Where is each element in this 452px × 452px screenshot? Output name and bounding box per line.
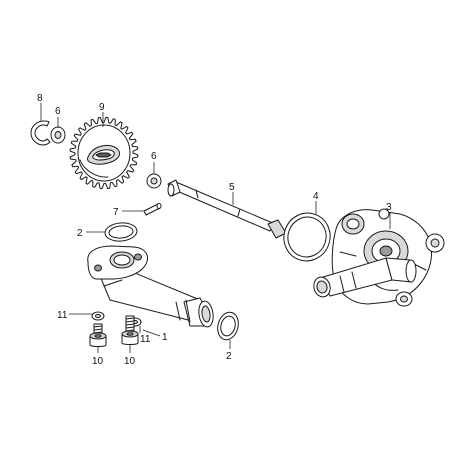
callout-6-right: 6 bbox=[151, 151, 157, 162]
callout-2-upper: 2 bbox=[77, 228, 83, 239]
bolt-part-10-right[interactable] bbox=[121, 315, 139, 345]
drive-gear-part-9[interactable] bbox=[69, 116, 139, 190]
leader-1 bbox=[142, 329, 161, 337]
callout-9: 9 bbox=[99, 102, 105, 113]
washer-part-6-right[interactable] bbox=[146, 173, 162, 189]
o-ring-part-2-lower[interactable] bbox=[215, 310, 242, 342]
callout-10-left: 10 bbox=[92, 356, 104, 367]
callout-2-lower: 2 bbox=[226, 351, 232, 362]
callout-1: 1 bbox=[162, 332, 168, 343]
callout-6-left: 6 bbox=[55, 106, 61, 117]
o-ring-part-2-upper[interactable] bbox=[104, 222, 138, 243]
callout-3: 3 bbox=[386, 202, 392, 213]
leader-lines bbox=[40, 103, 391, 353]
callout-11-left: 11 bbox=[57, 310, 68, 321]
water-pipe-part-1[interactable] bbox=[87, 245, 215, 328]
pin-part-7[interactable] bbox=[143, 203, 162, 216]
water-pump-body-part-3[interactable] bbox=[312, 208, 445, 307]
callout-labels: 8 6 9 6 7 5 4 3 2 1 2 11 11 10 10 bbox=[37, 93, 392, 367]
washer-part-11-left[interactable] bbox=[91, 311, 105, 321]
callout-10-right: 10 bbox=[124, 356, 136, 367]
pump-shaft-part-5[interactable] bbox=[167, 179, 287, 239]
circlip-part-8[interactable] bbox=[30, 120, 51, 146]
bolt-part-10-left[interactable] bbox=[89, 323, 107, 347]
callout-4: 4 bbox=[313, 191, 319, 202]
washer-part-6-left[interactable] bbox=[50, 126, 66, 144]
callout-11-right: 11 bbox=[140, 334, 151, 345]
callout-7: 7 bbox=[113, 207, 119, 218]
callout-5: 5 bbox=[229, 182, 235, 193]
o-ring-part-4[interactable] bbox=[277, 207, 337, 268]
callout-8: 8 bbox=[37, 93, 43, 104]
